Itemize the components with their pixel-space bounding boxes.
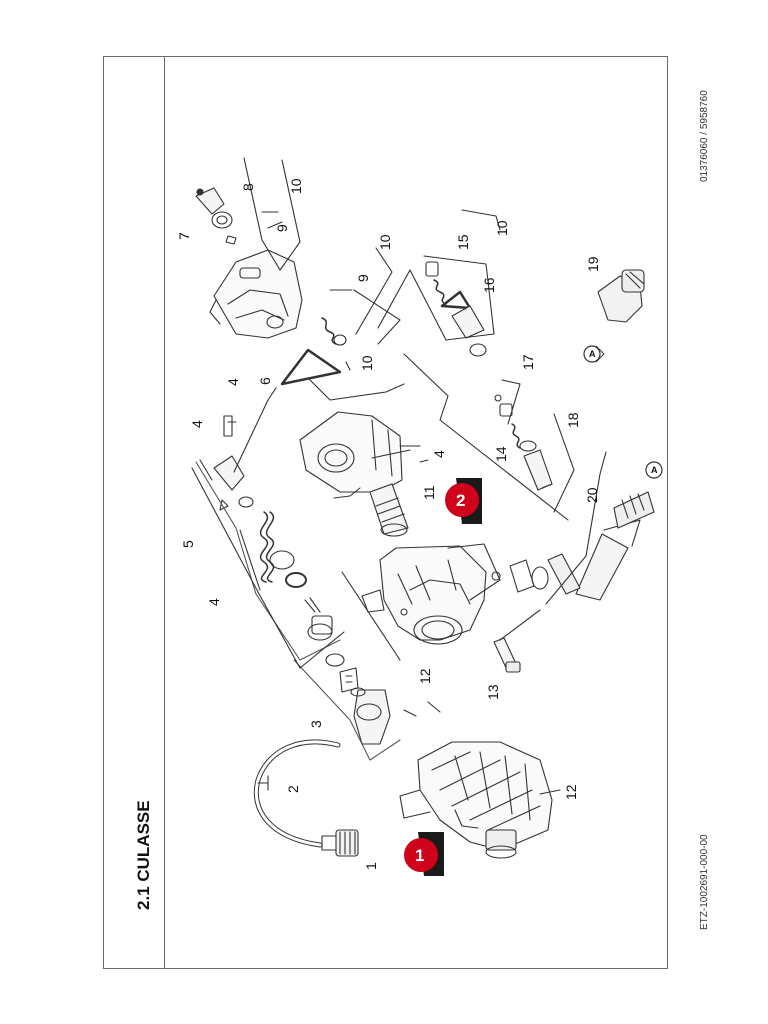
part-label-4c: 4: [189, 420, 205, 428]
bypass-pipe: [491, 491, 655, 601]
part-label-10c: 10: [359, 355, 375, 371]
valve-stack: [213, 415, 391, 745]
valve-assembly-right: [425, 261, 487, 357]
part-label-14: 14: [493, 446, 509, 462]
part-label-12b: 12: [563, 784, 579, 800]
part-label-10d: 10: [494, 220, 510, 236]
cylinder-head-housing-1: [399, 741, 553, 859]
part-label-7: 7: [176, 232, 192, 240]
reference-marker-a-label-2: A: [651, 465, 658, 475]
pump-body: [299, 411, 419, 493]
part-label-4d: 4: [431, 450, 447, 458]
part-label-4a: 4: [206, 598, 222, 606]
part-label-6: 6: [257, 377, 273, 385]
part-label-11: 11: [421, 485, 437, 500]
reference-marker-a-label-1: A: [589, 349, 596, 359]
callout-number-2: 2: [456, 491, 465, 510]
callout-badge-1: 1: [404, 832, 444, 876]
o-ring: [280, 348, 342, 386]
threaded-fitting: [369, 483, 409, 537]
part-label-17: 17: [520, 354, 536, 370]
part-label-9a: 9: [274, 224, 290, 232]
upper-head: [209, 249, 303, 339]
part-label-18: 18: [565, 412, 581, 428]
part-label-4b: 4: [225, 378, 241, 386]
part-label-9b: 9: [355, 274, 371, 282]
part-label-1: 1: [363, 862, 379, 870]
part-label-3: 3: [308, 720, 324, 728]
title-band: [103, 56, 165, 969]
part-label-10a: 10: [288, 178, 304, 194]
part-label-12a: 12: [417, 668, 433, 684]
valve-cap: [195, 187, 237, 245]
reference-marker-a-2: A: [645, 461, 663, 479]
hose-connector: [321, 829, 359, 857]
bolt: [493, 637, 521, 673]
hose: [253, 739, 341, 848]
callout-number-1: 1: [415, 846, 424, 865]
part-label-15: 15: [455, 234, 471, 250]
part-label-8: 8: [240, 183, 256, 191]
part-label-20: 20: [584, 487, 600, 503]
valve-insert: [597, 269, 645, 323]
valve-assembly-small: [494, 394, 553, 491]
cylinder-head-housing-2: [361, 545, 487, 645]
part-label-16: 16: [481, 277, 497, 293]
part-label-2: 2: [285, 785, 301, 793]
valve-spring: [321, 317, 351, 371]
part-label-5: 5: [180, 540, 196, 548]
reference-marker-a-1: A: [583, 345, 605, 363]
part-label-13: 13: [485, 684, 501, 700]
callout-badge-2: 2: [445, 478, 482, 524]
part-label-10b: 10: [377, 234, 393, 250]
part-label-19: 19: [585, 256, 601, 272]
drawing-frame: [103, 56, 668, 969]
